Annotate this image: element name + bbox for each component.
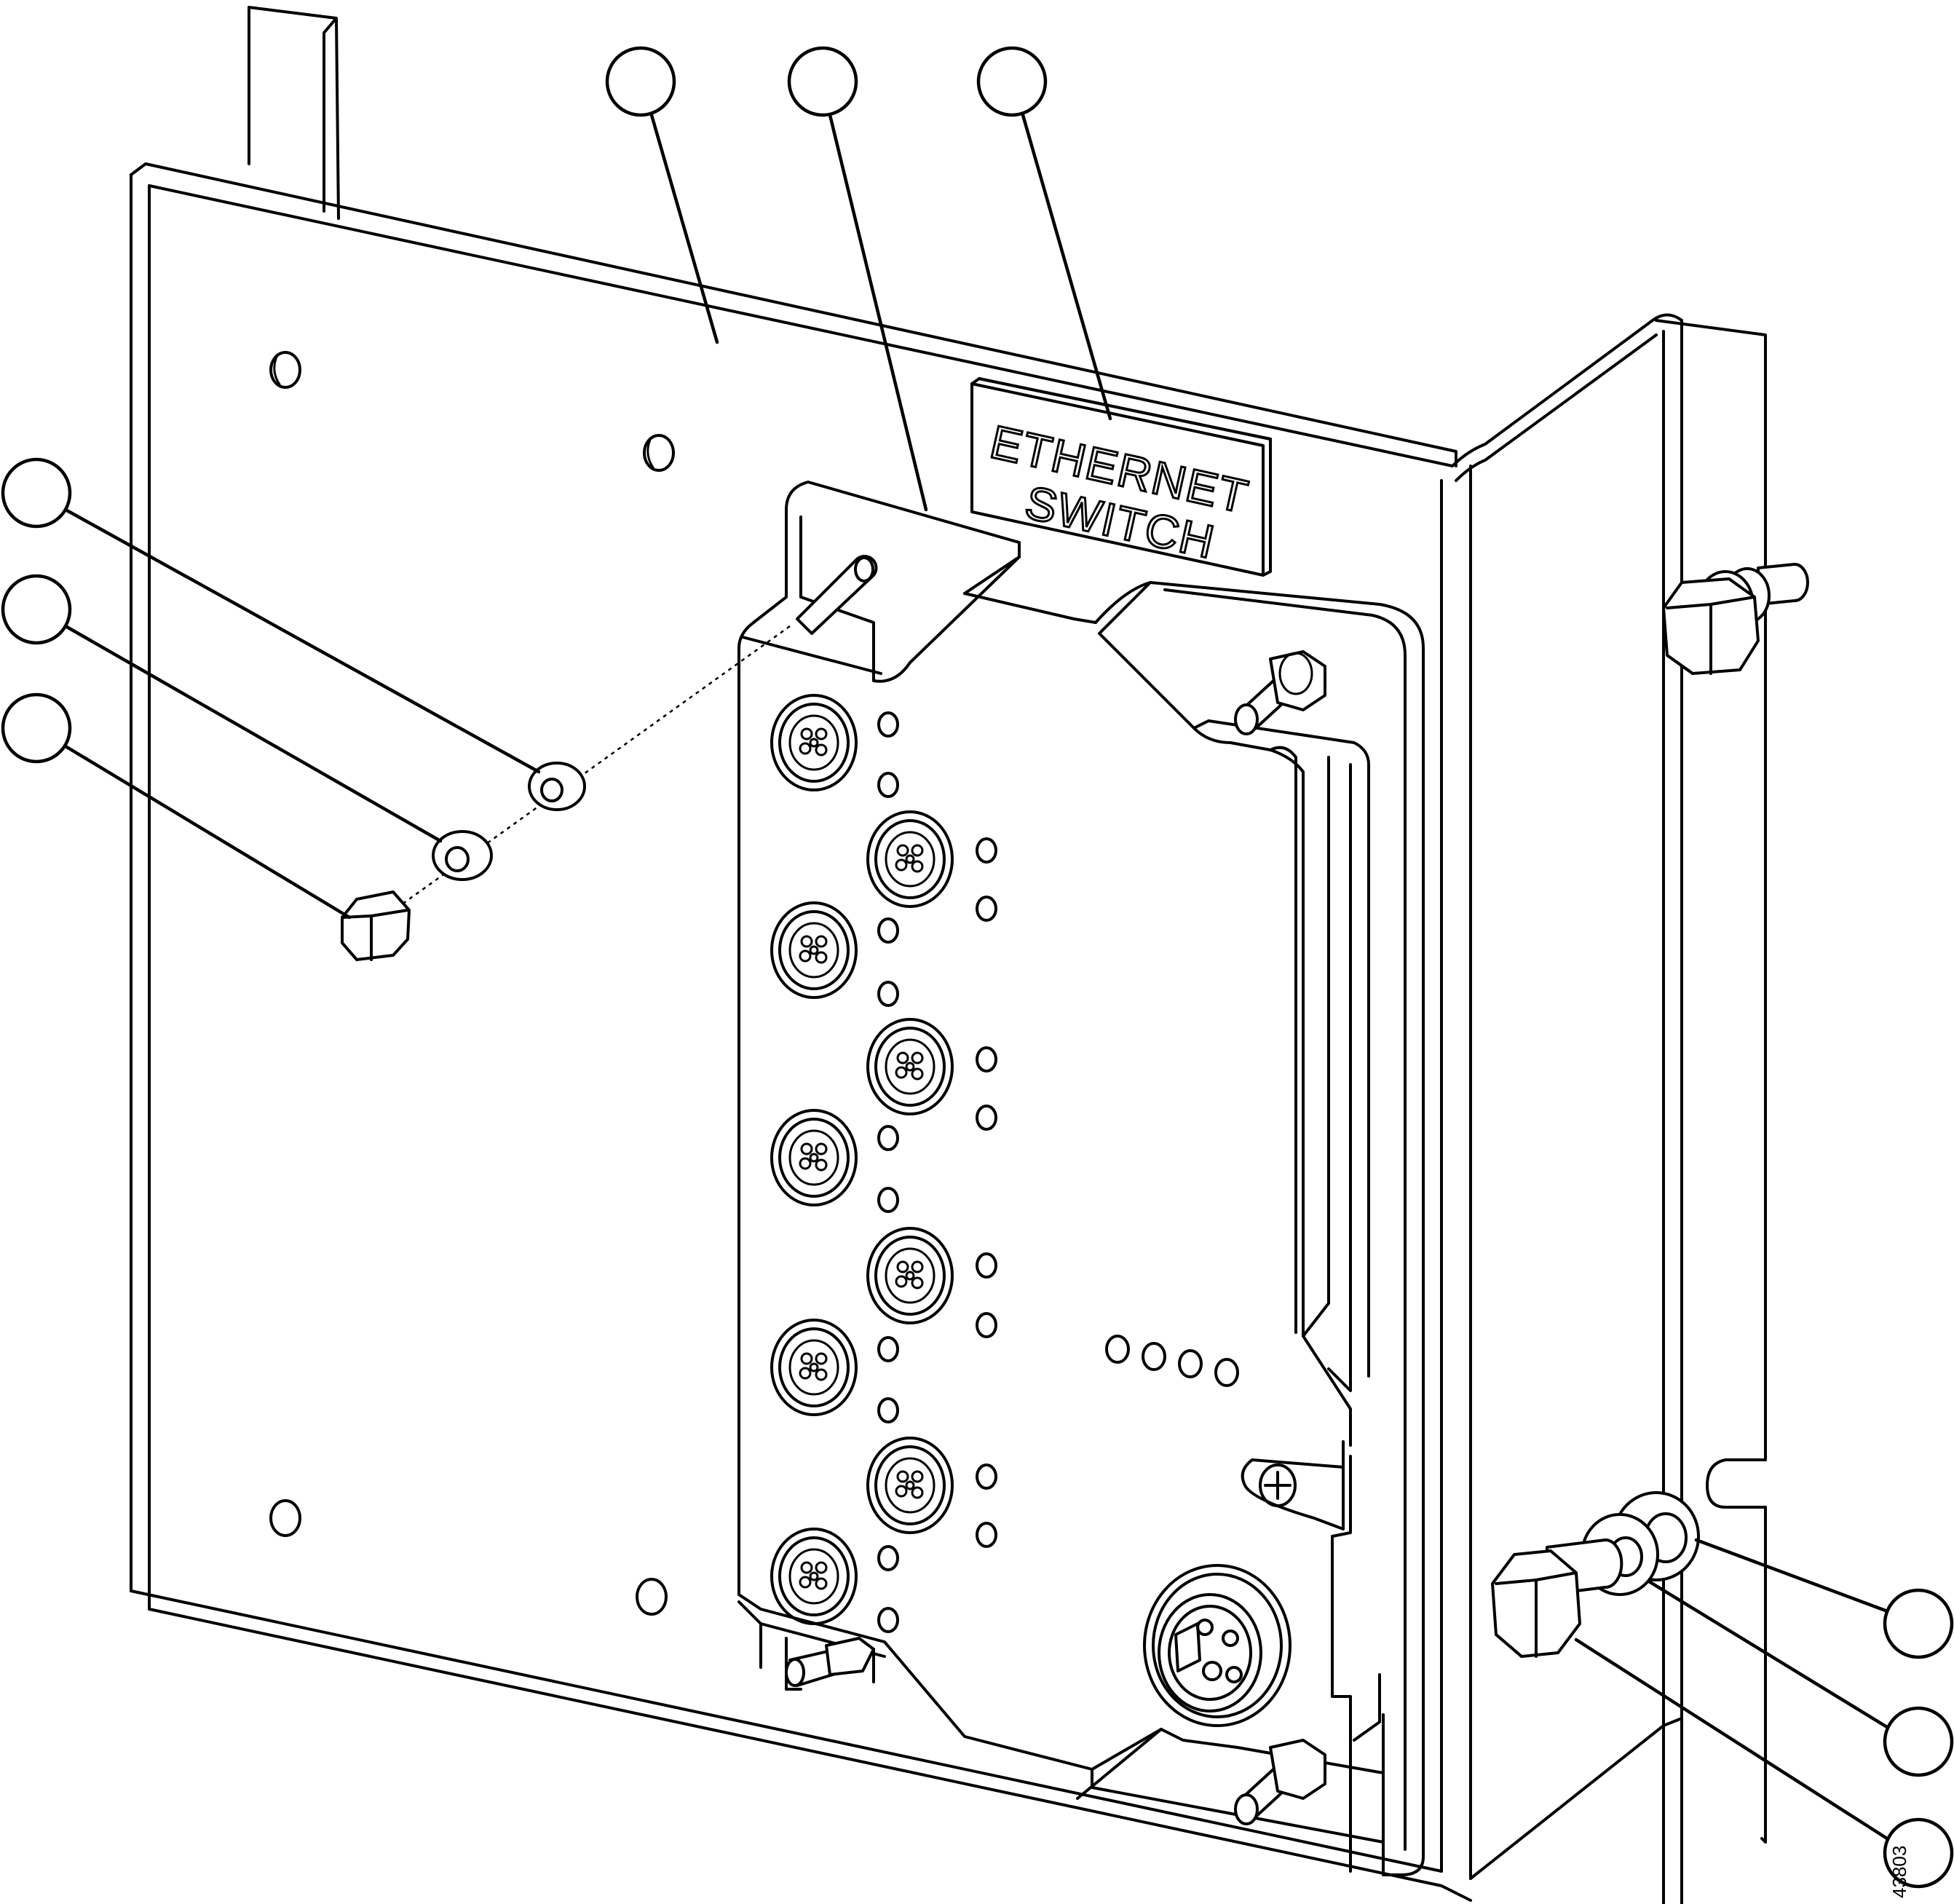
top-right-bolt (1662, 563, 1809, 675)
callouts (1, 46, 1954, 1889)
callout-right-2 (1647, 1579, 1954, 1777)
callout-left-1 (1, 457, 541, 774)
m12-ports (770, 694, 997, 1633)
label-plate: ETHERNET SWITCH (970, 377, 1272, 577)
right-mounting-hardware (1491, 563, 1809, 1658)
callout-top-3 (976, 46, 1112, 421)
lock-washer-left (432, 830, 493, 881)
hex-nut-left (341, 890, 411, 961)
callout-right-1 (1694, 1538, 1954, 1659)
callout-left-3 (1, 692, 352, 920)
figure-number: 43803 (1888, 1846, 1910, 1898)
callout-left-2 (1, 574, 443, 843)
power-connector (1143, 1564, 1292, 1727)
callout-right-3 (1574, 1638, 1954, 1889)
callout-top-1 (605, 46, 719, 344)
bottom-right-bolt (1491, 1491, 1700, 1658)
left-mounting-hardware (341, 625, 791, 961)
flat-washer-left (528, 762, 586, 811)
callout-top-2 (787, 46, 928, 512)
mounting-bracket (130, 6, 1767, 1904)
ethernet-switch (737, 481, 1425, 1876)
